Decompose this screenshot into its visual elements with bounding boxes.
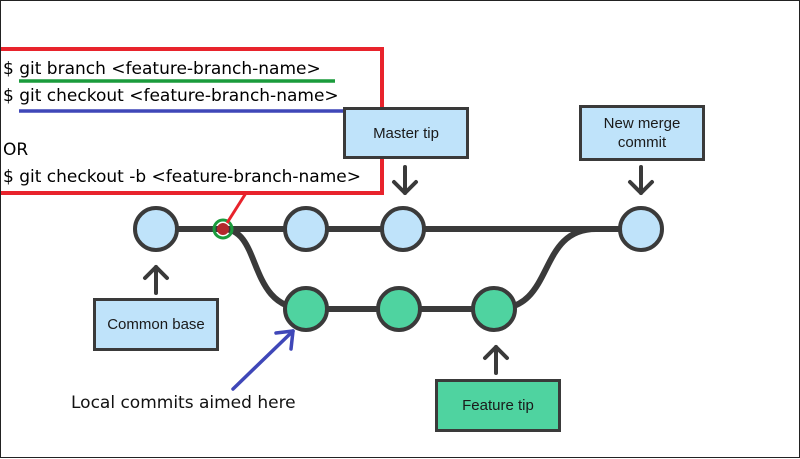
- branch-point-dot: [217, 223, 229, 235]
- pointer-line: [225, 192, 248, 224]
- arrow-up-icon: [143, 265, 169, 295]
- feature-tip-label-box: Feature tip: [435, 379, 561, 432]
- feature-tip-label: Feature tip: [462, 397, 534, 414]
- commit-feature-2: [376, 286, 422, 332]
- commit-master-tip: [380, 206, 426, 252]
- branch-point-marker: [212, 218, 234, 240]
- git-checkout-b-command: $ git checkout -b <feature-branch-name>: [3, 167, 361, 187]
- common-base-label-box: Common base: [93, 298, 219, 351]
- local-commits-note: Local commits aimed here: [71, 393, 296, 413]
- new-merge-commit-label-box: New merge commit: [579, 105, 705, 161]
- git-checkout-command: $ git checkout <feature-branch-name>: [3, 86, 339, 106]
- diagonal-arrow-icon: [231, 329, 295, 391]
- new-merge-commit-label: New merge commit: [603, 115, 681, 151]
- commit-feature-1: [283, 286, 329, 332]
- commit-common-base: [133, 206, 179, 252]
- git-branch-command: $ git branch <feature-branch-name>: [3, 59, 321, 79]
- or-label: OR: [3, 140, 29, 160]
- arrow-down-icon: [392, 165, 418, 195]
- commit-feature-tip: [471, 286, 517, 332]
- commit-master-1: [283, 206, 329, 252]
- arrow-down-icon: [628, 165, 654, 195]
- arrow-up-icon: [483, 345, 509, 375]
- master-tip-label-box: Master tip: [343, 107, 469, 159]
- master-tip-label: Master tip: [373, 124, 439, 142]
- common-base-label: Common base: [107, 316, 205, 333]
- commit-merge: [618, 206, 664, 252]
